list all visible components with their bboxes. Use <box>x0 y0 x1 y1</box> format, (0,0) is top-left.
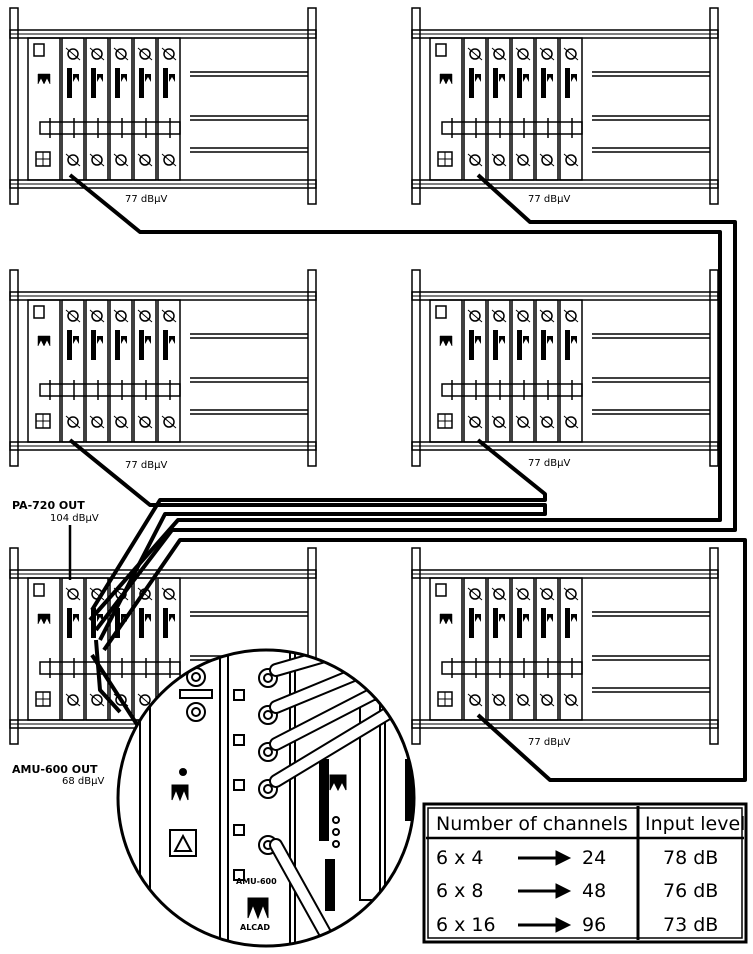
cable-group <box>68 173 747 782</box>
zoom-module-label: AMU-600 <box>236 877 277 886</box>
table-header-channels: Number of channels <box>436 813 628 835</box>
cable-line <box>94 639 122 714</box>
table-cell-config: 6 x 4 <box>436 847 484 869</box>
table-arrows <box>518 850 572 933</box>
arrow-head-icon <box>555 917 572 933</box>
rack-level-label: 77 dBµV <box>528 194 570 205</box>
zoom-brand-label: ALCAD <box>240 923 270 932</box>
rack <box>9 7 317 205</box>
amu-out-title: AMU-600 OUT <box>12 763 98 776</box>
table-cell-config: 6 x 8 <box>436 880 484 902</box>
cable-line <box>94 173 737 632</box>
rack-group <box>9 7 719 745</box>
rack-level-label: 77 dBµV <box>528 458 570 469</box>
table-cell-channels: 96 <box>582 914 606 936</box>
arrow-head-icon <box>555 850 572 866</box>
amu-600-out-callout: AMU-600 OUT 68 dBµV <box>12 763 104 787</box>
rack-level-label: 77 dBµV <box>528 737 570 748</box>
arrow-head-icon <box>555 883 572 899</box>
cable-line <box>68 438 547 641</box>
table-cell-channels: 48 <box>582 880 606 902</box>
cable-line <box>102 538 747 782</box>
cable-line <box>90 438 547 612</box>
rack-level-label: 77 dBµV <box>125 460 167 471</box>
rack-level-labels: 77 dBµV 77 dBµV 77 dBµV 77 dBµV 77 dBµV <box>125 194 570 748</box>
rack <box>411 7 719 205</box>
cable-line <box>68 173 722 622</box>
table-cell-channels: 24 <box>582 847 606 869</box>
pa-out-level: 104 dBµV <box>50 513 99 524</box>
table-header-input-level: Input level <box>645 813 745 835</box>
zoom-circle-border <box>116 648 416 948</box>
table-cell-level: 78 dB <box>663 847 718 869</box>
rack <box>411 547 719 745</box>
amu-out-level: 68 dBµV <box>62 776 104 787</box>
table-cell-level: 73 dB <box>663 914 718 936</box>
channels-table: Number of channels Input level 6 x 4 24 … <box>422 802 748 944</box>
pa-out-title: PA-720 OUT <box>12 499 85 512</box>
rack <box>9 269 317 467</box>
table-cell-config: 6 x 16 <box>436 914 496 936</box>
rack-level-label: 77 dBµV <box>125 194 167 205</box>
pa-720-out-callout: PA-720 OUT 104 dBµV <box>12 499 99 580</box>
table-cell-level: 76 dB <box>663 880 718 902</box>
rack <box>411 269 719 467</box>
